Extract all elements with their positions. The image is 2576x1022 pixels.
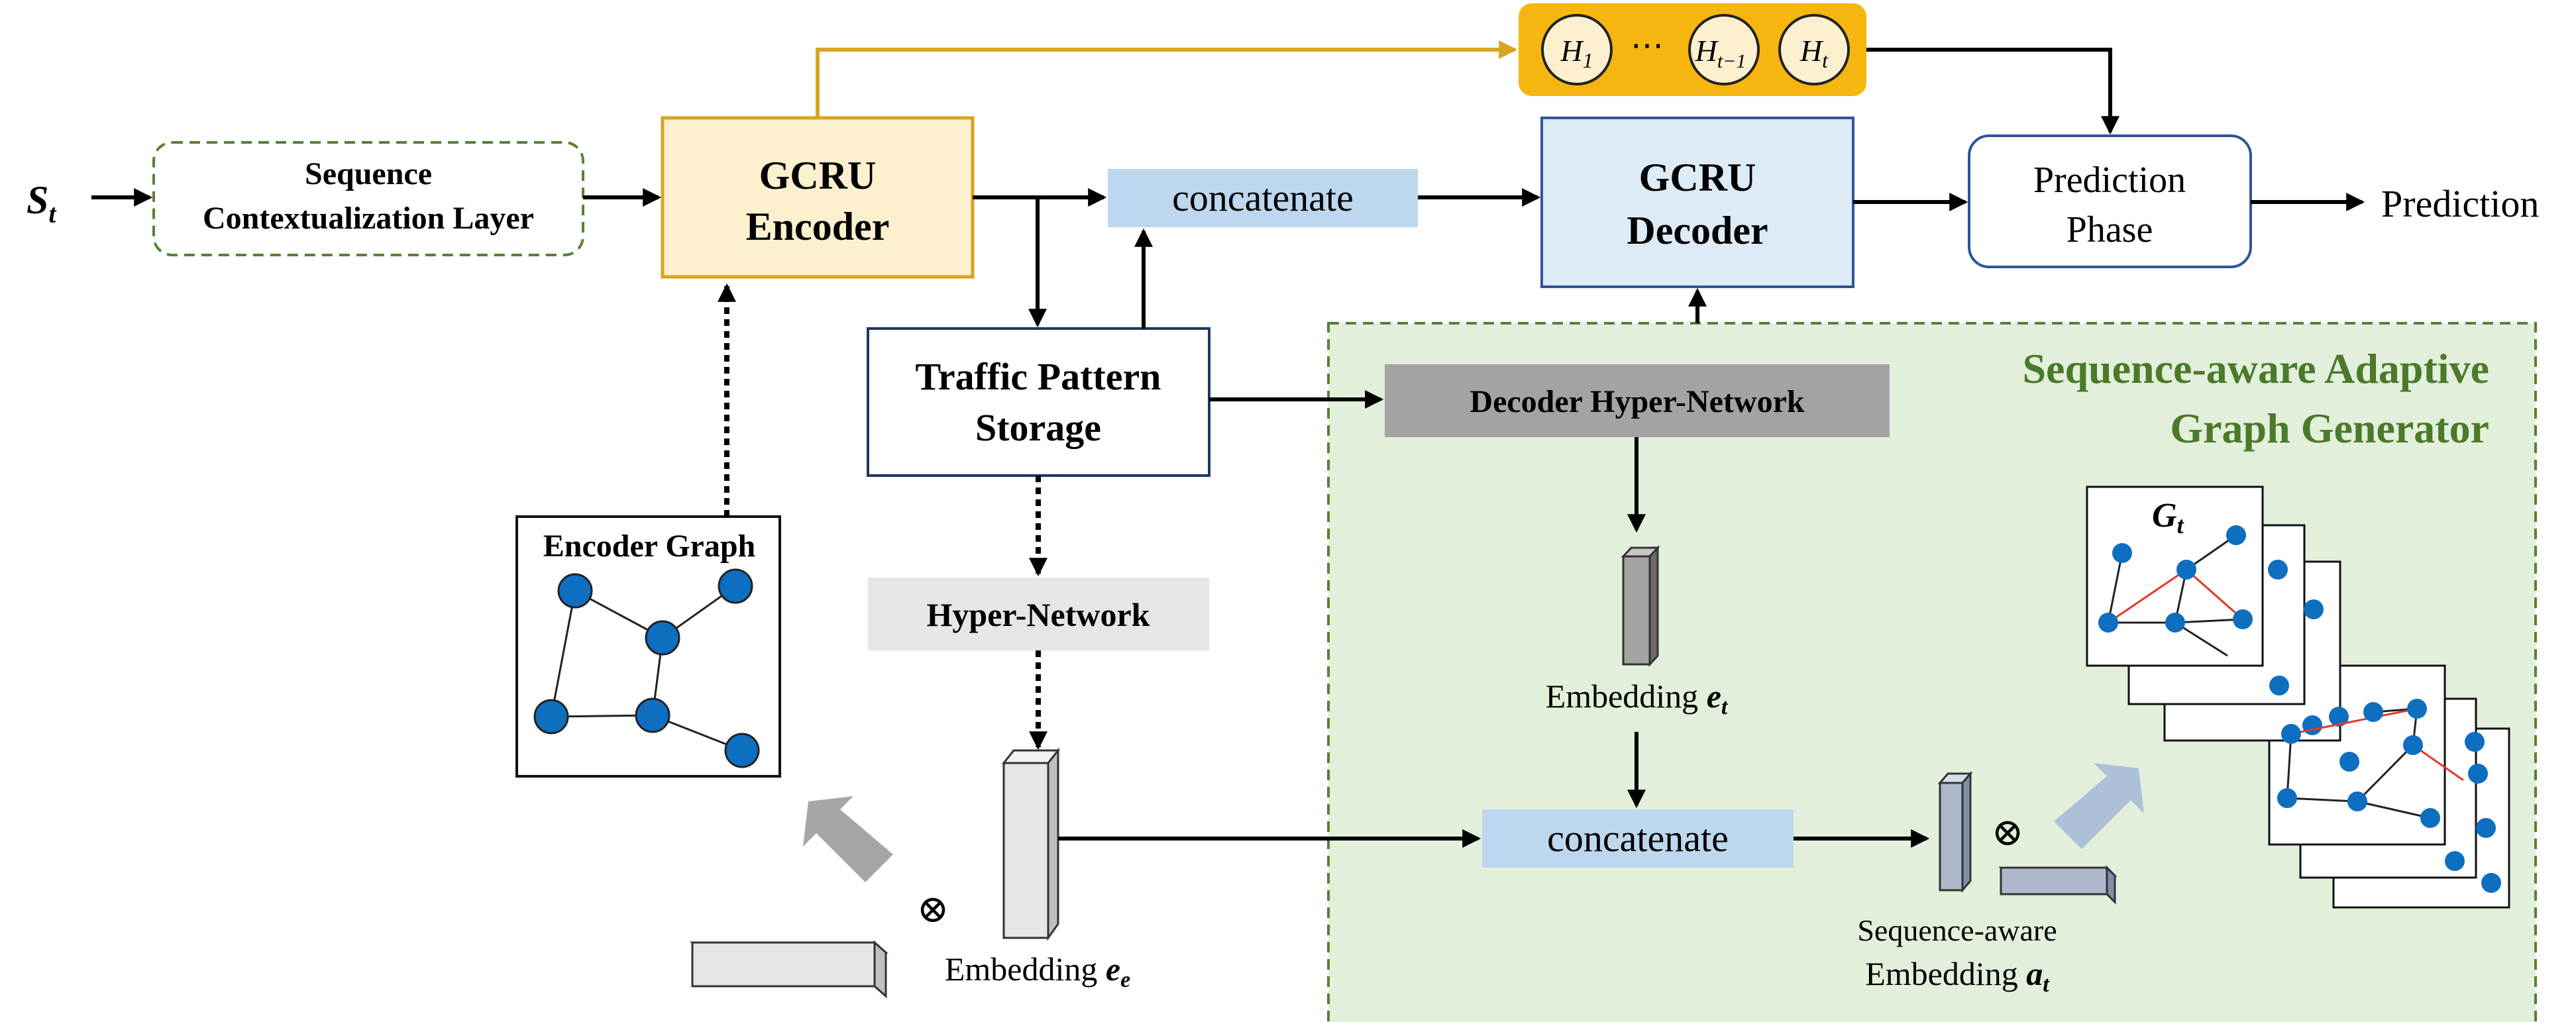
embedding-ee-flat-block	[690, 940, 888, 999]
sequence-layer-line1: Sequence	[305, 156, 432, 191]
embedding-at-label-line2: Embedding at	[1865, 955, 2050, 997]
gcru-decoder-line1: GCRU	[1639, 156, 1756, 199]
traffic-pattern-storage	[867, 327, 1210, 477]
gcru-encoder-line1: GCRU	[759, 154, 877, 197]
embedding-et-label: Embedding et	[1546, 678, 1729, 719]
dotted-connectors	[718, 283, 1047, 750]
prediction-phase-line1: Prediction	[2033, 160, 2186, 201]
generator-title-line2: Graph Generator	[2170, 405, 2489, 452]
sequence-contextualization-layer	[152, 141, 584, 256]
traffic-storage-line2: Storage	[975, 406, 1101, 449]
encoder-graph	[533, 568, 760, 768]
gcru-encoder-line2: Encoder	[746, 205, 890, 248]
decoder-hyper-network	[1385, 364, 1890, 437]
svg-text:H1: H1	[1560, 34, 1593, 72]
input-symbol: St	[27, 178, 57, 229]
hidden-state-ht: Ht	[1778, 14, 1850, 85]
hyper-network-label: Hyper-Network	[927, 596, 1150, 633]
gcru-decoder	[1540, 117, 1854, 288]
hyper-network	[868, 578, 1209, 650]
concatenate-bottom-label: concatenate	[1547, 817, 1729, 860]
gcru-decoder-line2: Decoder	[1627, 209, 1768, 252]
hidden-state-ht-1: Ht−1	[1688, 14, 1760, 85]
decoder-hyper-network-label: Decoder Hyper-Network	[1470, 384, 1804, 419]
prediction-output-label: Prediction	[2381, 182, 2539, 225]
encoder-graph-node	[635, 697, 671, 733]
connectors	[91, 48, 2365, 848]
otimes-ee: ⊗	[917, 888, 949, 931]
generator-title-line1: Sequence-aware Adaptive	[2022, 345, 2489, 392]
front-graph-gt	[2098, 525, 2253, 657]
graph-stack	[2086, 485, 2510, 909]
traffic-storage-line1: Traffic Pattern	[916, 355, 1161, 398]
gold-connector	[816, 40, 1518, 118]
embedding-at-flat-block	[1998, 865, 2118, 905]
svg-text:Ht: Ht	[1799, 34, 1829, 72]
embedding-ee-block	[1001, 747, 1061, 941]
concatenate-top-label: concatenate	[1172, 176, 1354, 219]
encoder-graph-title: Encoder Graph	[543, 529, 755, 564]
concatenate-bottom	[1482, 809, 1794, 868]
encoder-graph-node	[718, 568, 753, 604]
hidden-state-ellipsis: ⋯	[1631, 26, 1664, 64]
prediction-phase-line2: Phase	[2066, 209, 2153, 250]
sequence-layer-line2: Contextualization Layer	[203, 201, 534, 236]
encoder-graph-node	[645, 620, 680, 656]
embedding-et-block	[1621, 545, 1660, 667]
otimes-at: ⊗	[1992, 811, 2024, 854]
encoder-graph-node	[557, 573, 593, 609]
encoder-graph-node	[724, 733, 760, 768]
svg-text:Ht−1: Ht−1	[1695, 34, 1746, 72]
gcru-encoder	[661, 116, 975, 279]
embedding-at-label-line1: Sequence-aware	[1857, 913, 2057, 947]
encoder-graph-node	[533, 699, 569, 735]
embedding-at-block	[1937, 770, 1973, 894]
concatenate-top	[1108, 169, 1418, 227]
front-graph-lower	[2277, 699, 2464, 828]
blue-gray-arrow-generator	[2054, 763, 2144, 849]
gray-arrow-encoder-graph	[803, 796, 893, 882]
hidden-state-h1: H1	[1541, 14, 1613, 85]
graph-stack-back-nodes	[2268, 560, 2501, 893]
embedding-ee-label: Embedding ee	[945, 950, 1130, 992]
graph-symbol: Gt	[2152, 497, 2184, 538]
